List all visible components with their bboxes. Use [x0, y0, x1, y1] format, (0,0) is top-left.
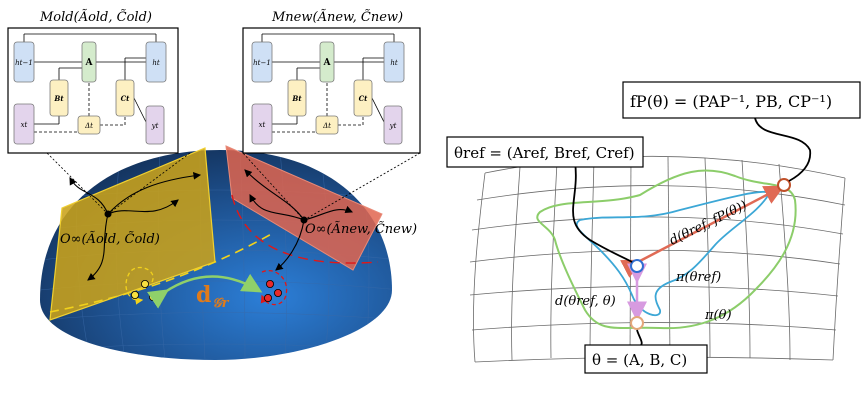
svg-text:θ = (A, B, C): θ = (A, B, C): [592, 351, 687, 369]
distance-label: d𝒢r: [196, 282, 230, 311]
model-new-node-label-h_t: ht: [390, 59, 398, 67]
theta-ref-label-box: θref = (Aref, Bref, Cref): [446, 136, 644, 168]
point-theta: [630, 316, 644, 330]
point-theta-ref: [630, 259, 644, 273]
orbit-label-theta-ref: π(θref): [675, 270, 721, 285]
theta-label-box: θ = (A, B, C): [584, 344, 708, 374]
model-old-node-x: [13, 103, 35, 145]
right-figure: fP(θ) = (PAP⁻¹, PB, CP⁻¹) θref = (Aref, …: [446, 81, 861, 374]
model-old-node-label-x: xt: [21, 121, 28, 129]
model-new-node-label-C: Ct: [359, 94, 369, 103]
model-old-connector: [133, 97, 147, 123]
model-new-node-delta: [315, 115, 339, 135]
model-new-node-h_t: [383, 41, 405, 83]
model-old-node-label-delta: Δt: [84, 122, 93, 130]
model-new-node-label-delta: Δt: [322, 122, 331, 130]
model-old-node-h_prev: [13, 41, 35, 83]
tangent-plane-new: [225, 145, 383, 271]
model-old-node-label-B: Bt: [53, 94, 64, 103]
distance-label-ref-f: d(θref, fP(θ)): [667, 198, 749, 248]
model-new-title: Mnew(Ãnew, C̃new): [271, 9, 403, 25]
model-old-node-label-C: Ct: [121, 94, 131, 103]
model-new-node-label-A: A: [323, 58, 332, 68]
point-new-label: O∞(Ãnew, C̃new): [305, 221, 417, 237]
left-figure: O∞(Ãold, C̃old) O∞(Ãnew, C̃new) d𝒢r Mold…: [7, 9, 421, 360]
orbit-cluster-new: [260, 270, 288, 306]
model-old-node-y: [145, 105, 165, 145]
orbit-curve-theta: [536, 169, 797, 330]
model-new-node-y: [383, 105, 403, 145]
model-new-node-h_prev: [251, 41, 273, 83]
distance-label-ref-theta: d(θref, θ): [555, 294, 616, 309]
model-old-node-delta: [77, 115, 101, 135]
orbit-label-theta: π(θ): [704, 308, 732, 323]
model-old-node-label-h_prev: ht−1: [15, 59, 33, 67]
point-old-label: O∞(Ãold, C̃old): [60, 231, 160, 247]
model-old-node-label-h_t: ht: [152, 59, 160, 67]
model-old-node-A: [81, 41, 97, 83]
model-new-node-label-h_prev: ht−1: [253, 59, 271, 67]
distance-arrow: [146, 273, 263, 309]
model-new-node-A: [319, 41, 335, 83]
trajectories-new: [244, 169, 354, 271]
model-new-connector: [371, 97, 385, 123]
model-new-node-label-y: yt: [389, 122, 397, 130]
model-old-node-h_t: [145, 41, 167, 83]
model-new-node-label-x: xt: [259, 121, 266, 129]
model-new-node-C: [353, 79, 373, 117]
model-new-node-label-B: Bt: [291, 94, 302, 103]
model-old-title: Mold(Ãold, C̃old): [39, 9, 152, 25]
f-label-box: fP(θ) = (PAP⁻¹, PB, CP⁻¹): [622, 81, 861, 119]
svg-text:θref = (Aref, Bref, Cref): θref = (Aref, Bref, Cref): [454, 144, 635, 162]
distance-arrow-ref-f: [620, 185, 785, 278]
trajectories-old: [69, 171, 202, 281]
projection-lines: [46, 152, 421, 221]
model-new-node-x: [251, 103, 273, 145]
svg-text:fP(θ) = (PAP⁻¹, PB, CP⁻¹): fP(θ) = (PAP⁻¹, PB, CP⁻¹): [630, 92, 832, 111]
model-old-node-C: [115, 79, 135, 117]
model-new-node-B: [287, 79, 307, 117]
model-old-node-label-A: A: [85, 58, 94, 68]
model-old-node-label-y: yt: [151, 122, 159, 130]
model-old-node-B: [49, 79, 69, 117]
point-f-theta: [777, 178, 791, 192]
